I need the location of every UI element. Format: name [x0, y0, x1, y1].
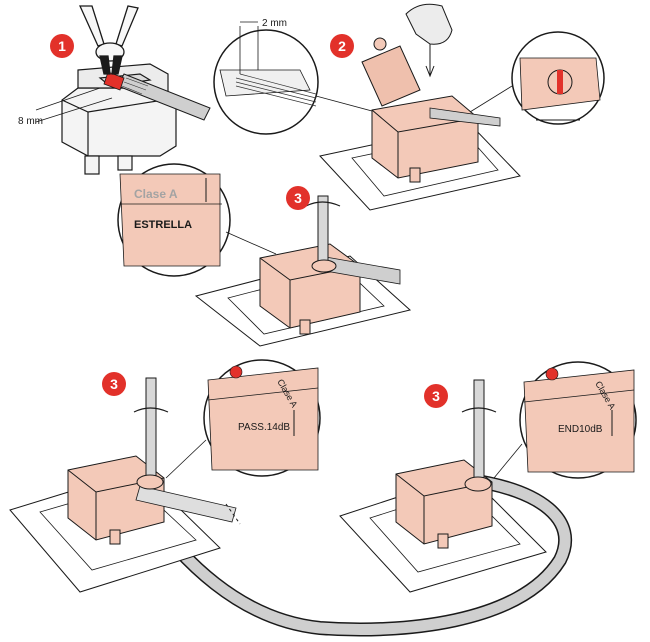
step3-pass-screwdriver	[133, 377, 169, 490]
magnifier-screw-slot	[511, 31, 605, 125]
pressing-hand	[405, 3, 453, 78]
cable-cutter-tool	[78, 5, 139, 75]
pass-14db-label: PASS.14dB	[238, 422, 290, 433]
class-a-label: Clase A	[134, 187, 178, 201]
step3-pass-illustration: PASS.14dB Clase A 3	[9, 359, 321, 593]
step3-end-illustration: END10dB Clase A 3	[339, 361, 637, 593]
step2-connector	[361, 45, 479, 183]
step3c-number: 3	[432, 388, 440, 404]
strip-dimension	[35, 87, 113, 123]
step3b-number: 3	[110, 376, 118, 392]
step2-badge	[330, 34, 354, 58]
core-length-label: 2 mm	[262, 18, 287, 29]
step2-number: 2	[338, 38, 346, 54]
magnifier-cable-insert	[213, 21, 319, 135]
magnifier-end-label	[519, 361, 637, 479]
step2-illustration: 2 mm 2	[213, 3, 605, 211]
step3c-badge	[424, 384, 448, 408]
magnifier-star-label	[117, 163, 231, 277]
step3-end-screwdriver	[461, 379, 497, 492]
step1-illustration: 8 mm 1	[18, 5, 211, 175]
step1-number: 1	[58, 38, 66, 54]
estrella-label: ESTRELLA	[134, 219, 192, 231]
strip-length-label: 8 mm	[18, 116, 43, 127]
step3-star-screwdriver	[305, 195, 341, 273]
step3a-badge	[286, 186, 310, 210]
step3a-number: 3	[294, 190, 302, 206]
step3-star-illustration: Clase A ESTRELLA 3	[117, 163, 412, 347]
step3b-badge	[102, 372, 126, 396]
step1-badge	[50, 34, 74, 58]
stripped-cable	[103, 71, 211, 121]
end-10db-label: END10dB	[558, 424, 603, 435]
magnifier-pass-label	[203, 359, 321, 477]
